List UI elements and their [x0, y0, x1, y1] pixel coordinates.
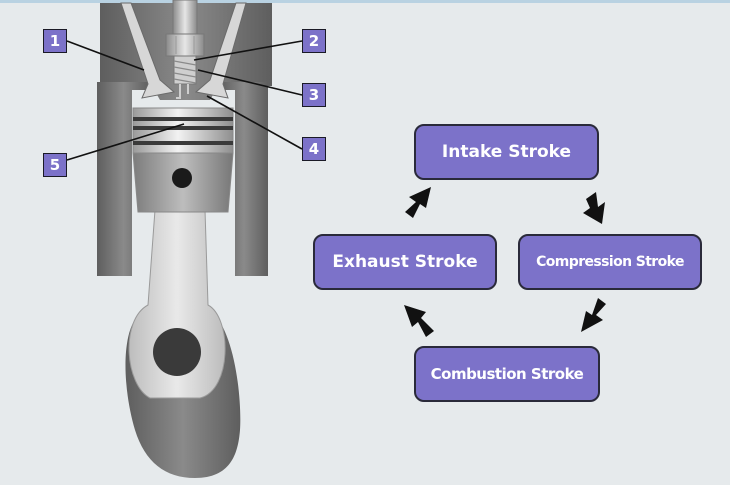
callout-5: 5: [43, 153, 67, 177]
callout-3: 3: [302, 83, 326, 107]
arrow-combustion-to-exhaust: [404, 305, 434, 337]
exhaust-stroke-box: Exhaust Stroke: [313, 234, 497, 290]
cylinder-wall-right: [220, 82, 268, 276]
intake-stroke-box: Intake Stroke: [414, 124, 599, 180]
cycle-arrows: [404, 187, 606, 337]
exhaust-valve: [194, 2, 247, 99]
cylinder-wall-left: [97, 82, 150, 276]
spark-plug: [165, 0, 205, 99]
arrow-compression-to-combustion: [581, 298, 606, 332]
intake-valve: [120, 2, 176, 99]
arrow-intake-to-compression: [583, 192, 605, 224]
callout-1: 1: [43, 29, 67, 53]
piston: [132, 107, 234, 213]
top-rule: [0, 0, 730, 3]
combustion-stroke-box: Combustion Stroke: [414, 346, 600, 402]
compression-stroke-box: Compression Stroke: [518, 234, 702, 290]
callout-4: 4: [302, 137, 326, 161]
arrow-exhaust-to-intake: [405, 187, 431, 218]
leader-lines: [66, 40, 303, 161]
callout-2: 2: [302, 29, 326, 53]
